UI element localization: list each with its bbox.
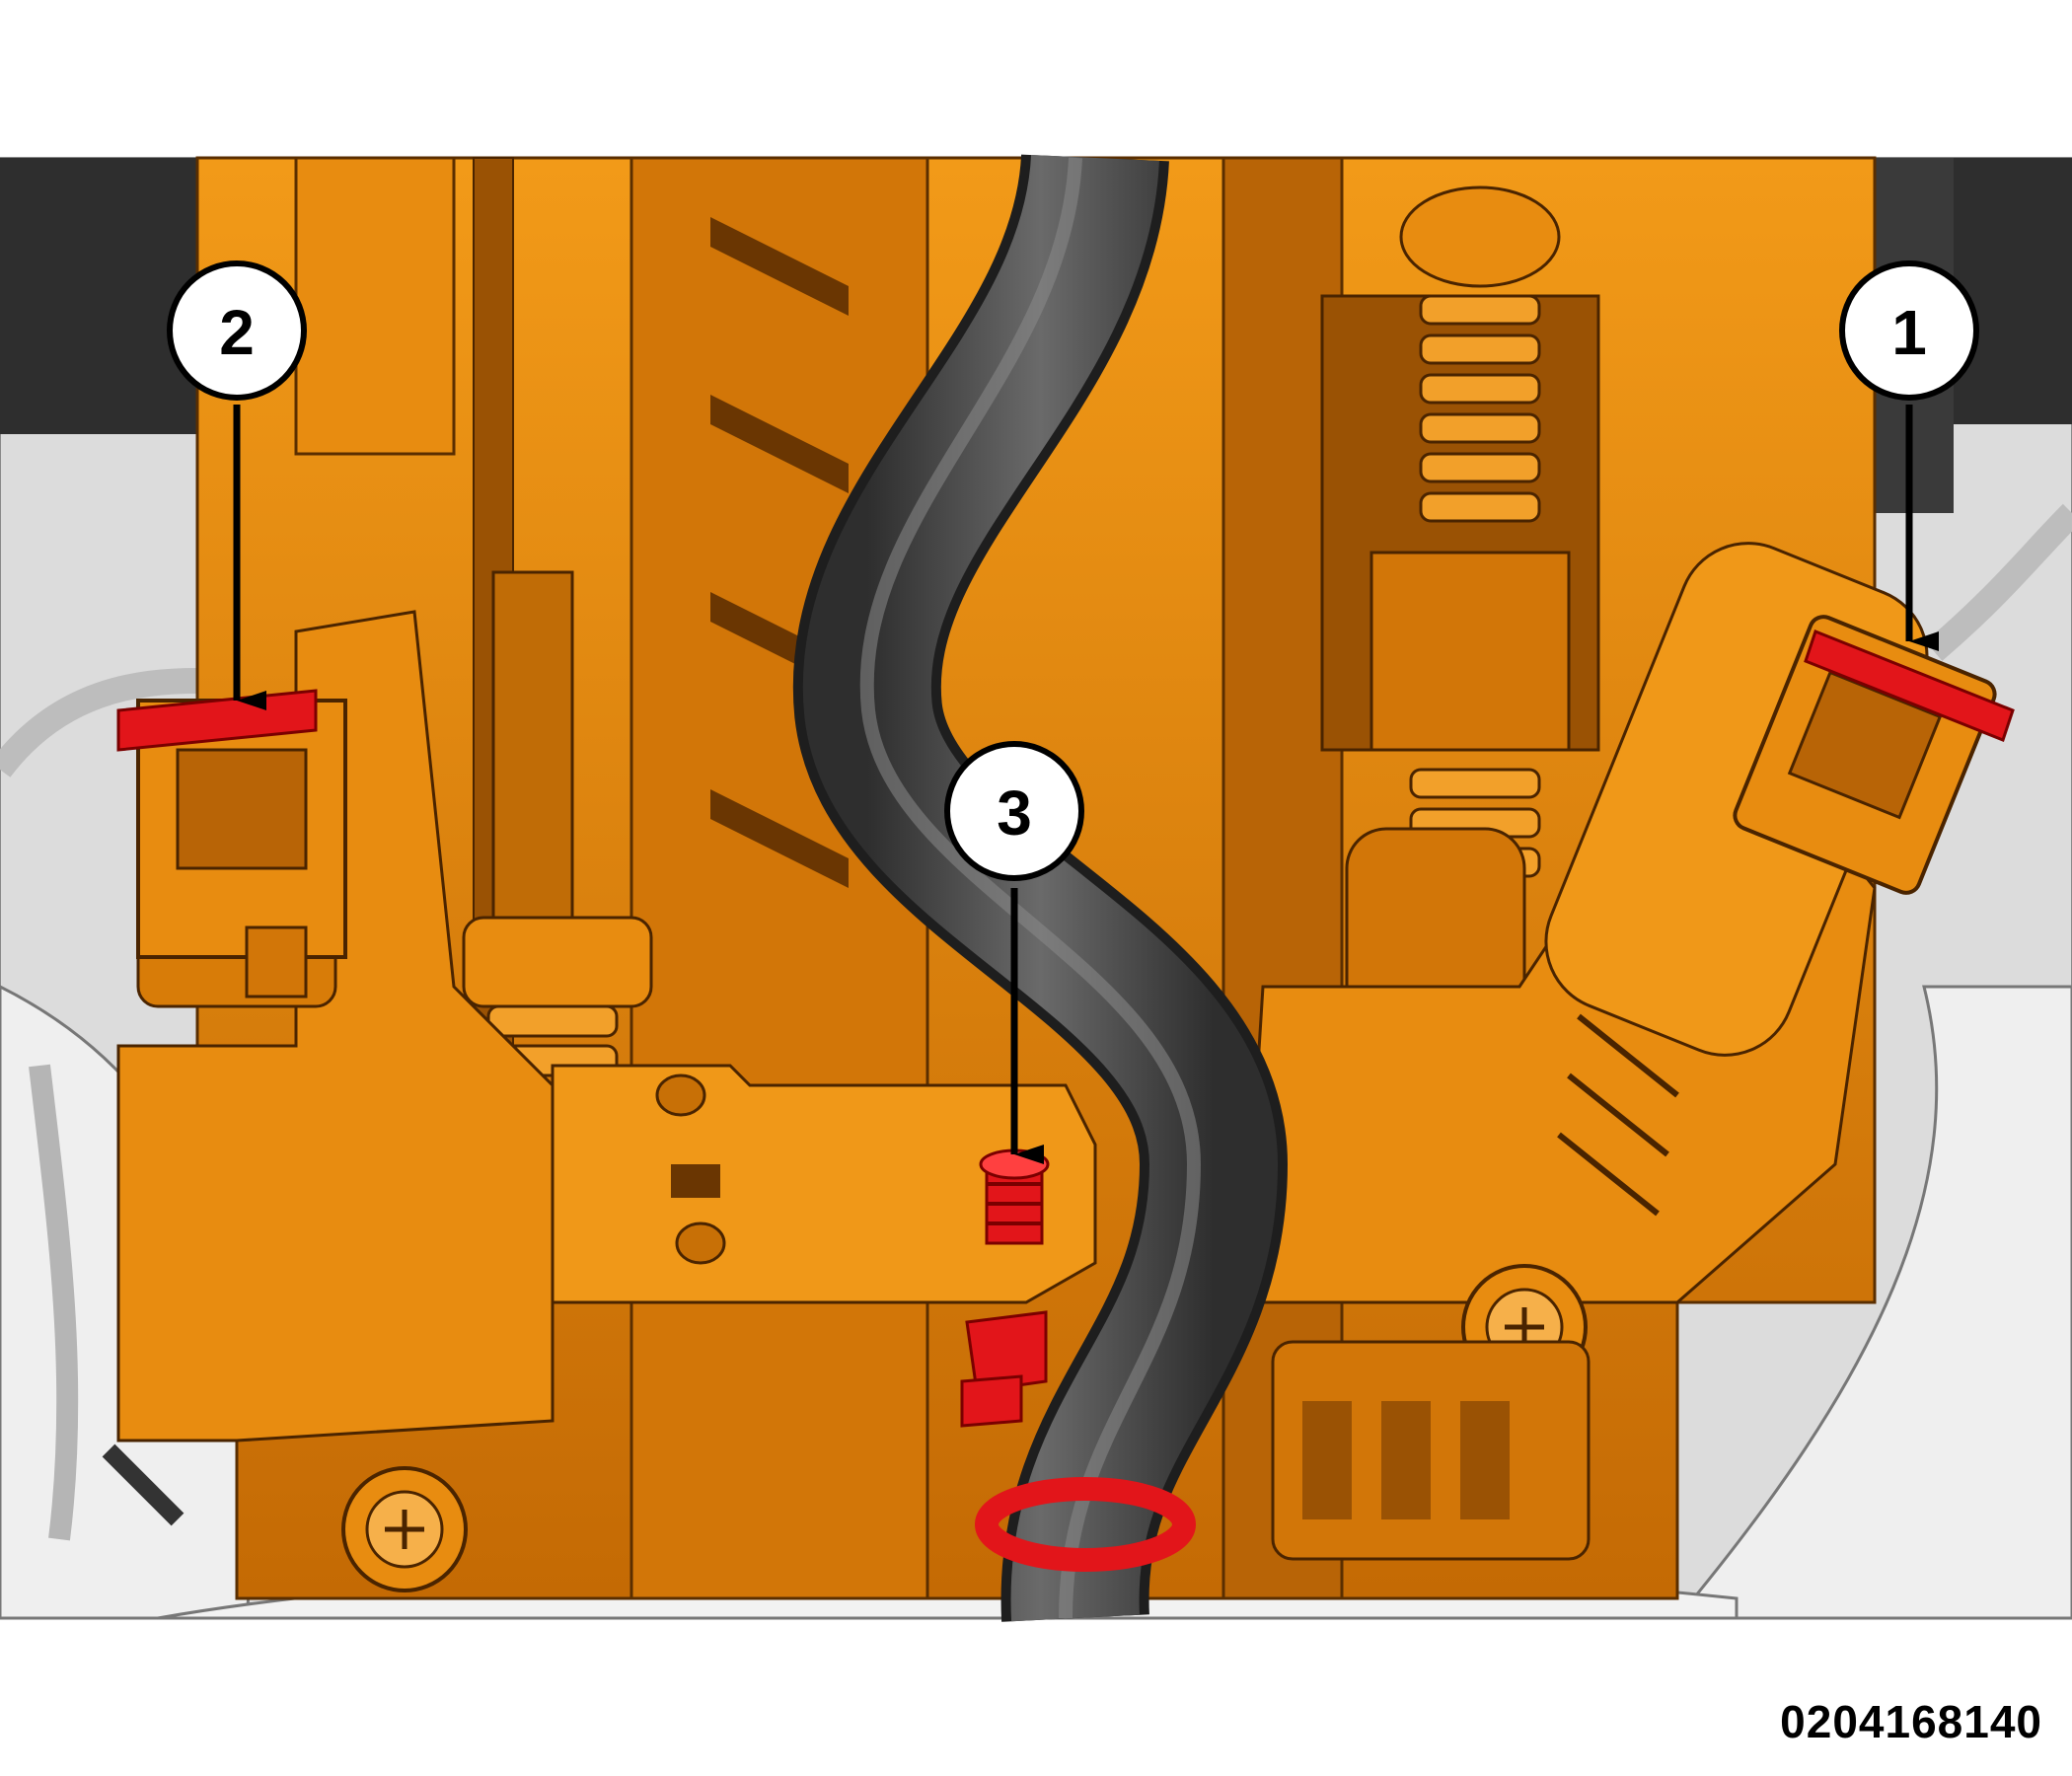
- callout-2-circle: [167, 260, 307, 401]
- push-pin-clip: [979, 1148, 1050, 1245]
- left-connector: [116, 689, 347, 999]
- callout-1: 1: [1839, 260, 1979, 651]
- callout-3-number: 3: [997, 777, 1032, 849]
- hose-clamp: [960, 1310, 1196, 1572]
- callout-2: 2: [167, 260, 307, 710]
- right-connector-lock-tab: [1804, 629, 2015, 742]
- callout-3-circle: [944, 741, 1084, 881]
- right-spring-upper: [1419, 294, 1541, 523]
- figure-id: 0204168140: [1780, 1696, 2042, 1747]
- callout-1-circle: [1839, 260, 1979, 401]
- callout-1-number: 1: [1891, 297, 1927, 368]
- callout-3: 3: [944, 741, 1084, 1164]
- right-connector: [1733, 615, 2015, 895]
- sensor-ribs: [1557, 1013, 1679, 1217]
- callout-2-number: 2: [219, 297, 255, 368]
